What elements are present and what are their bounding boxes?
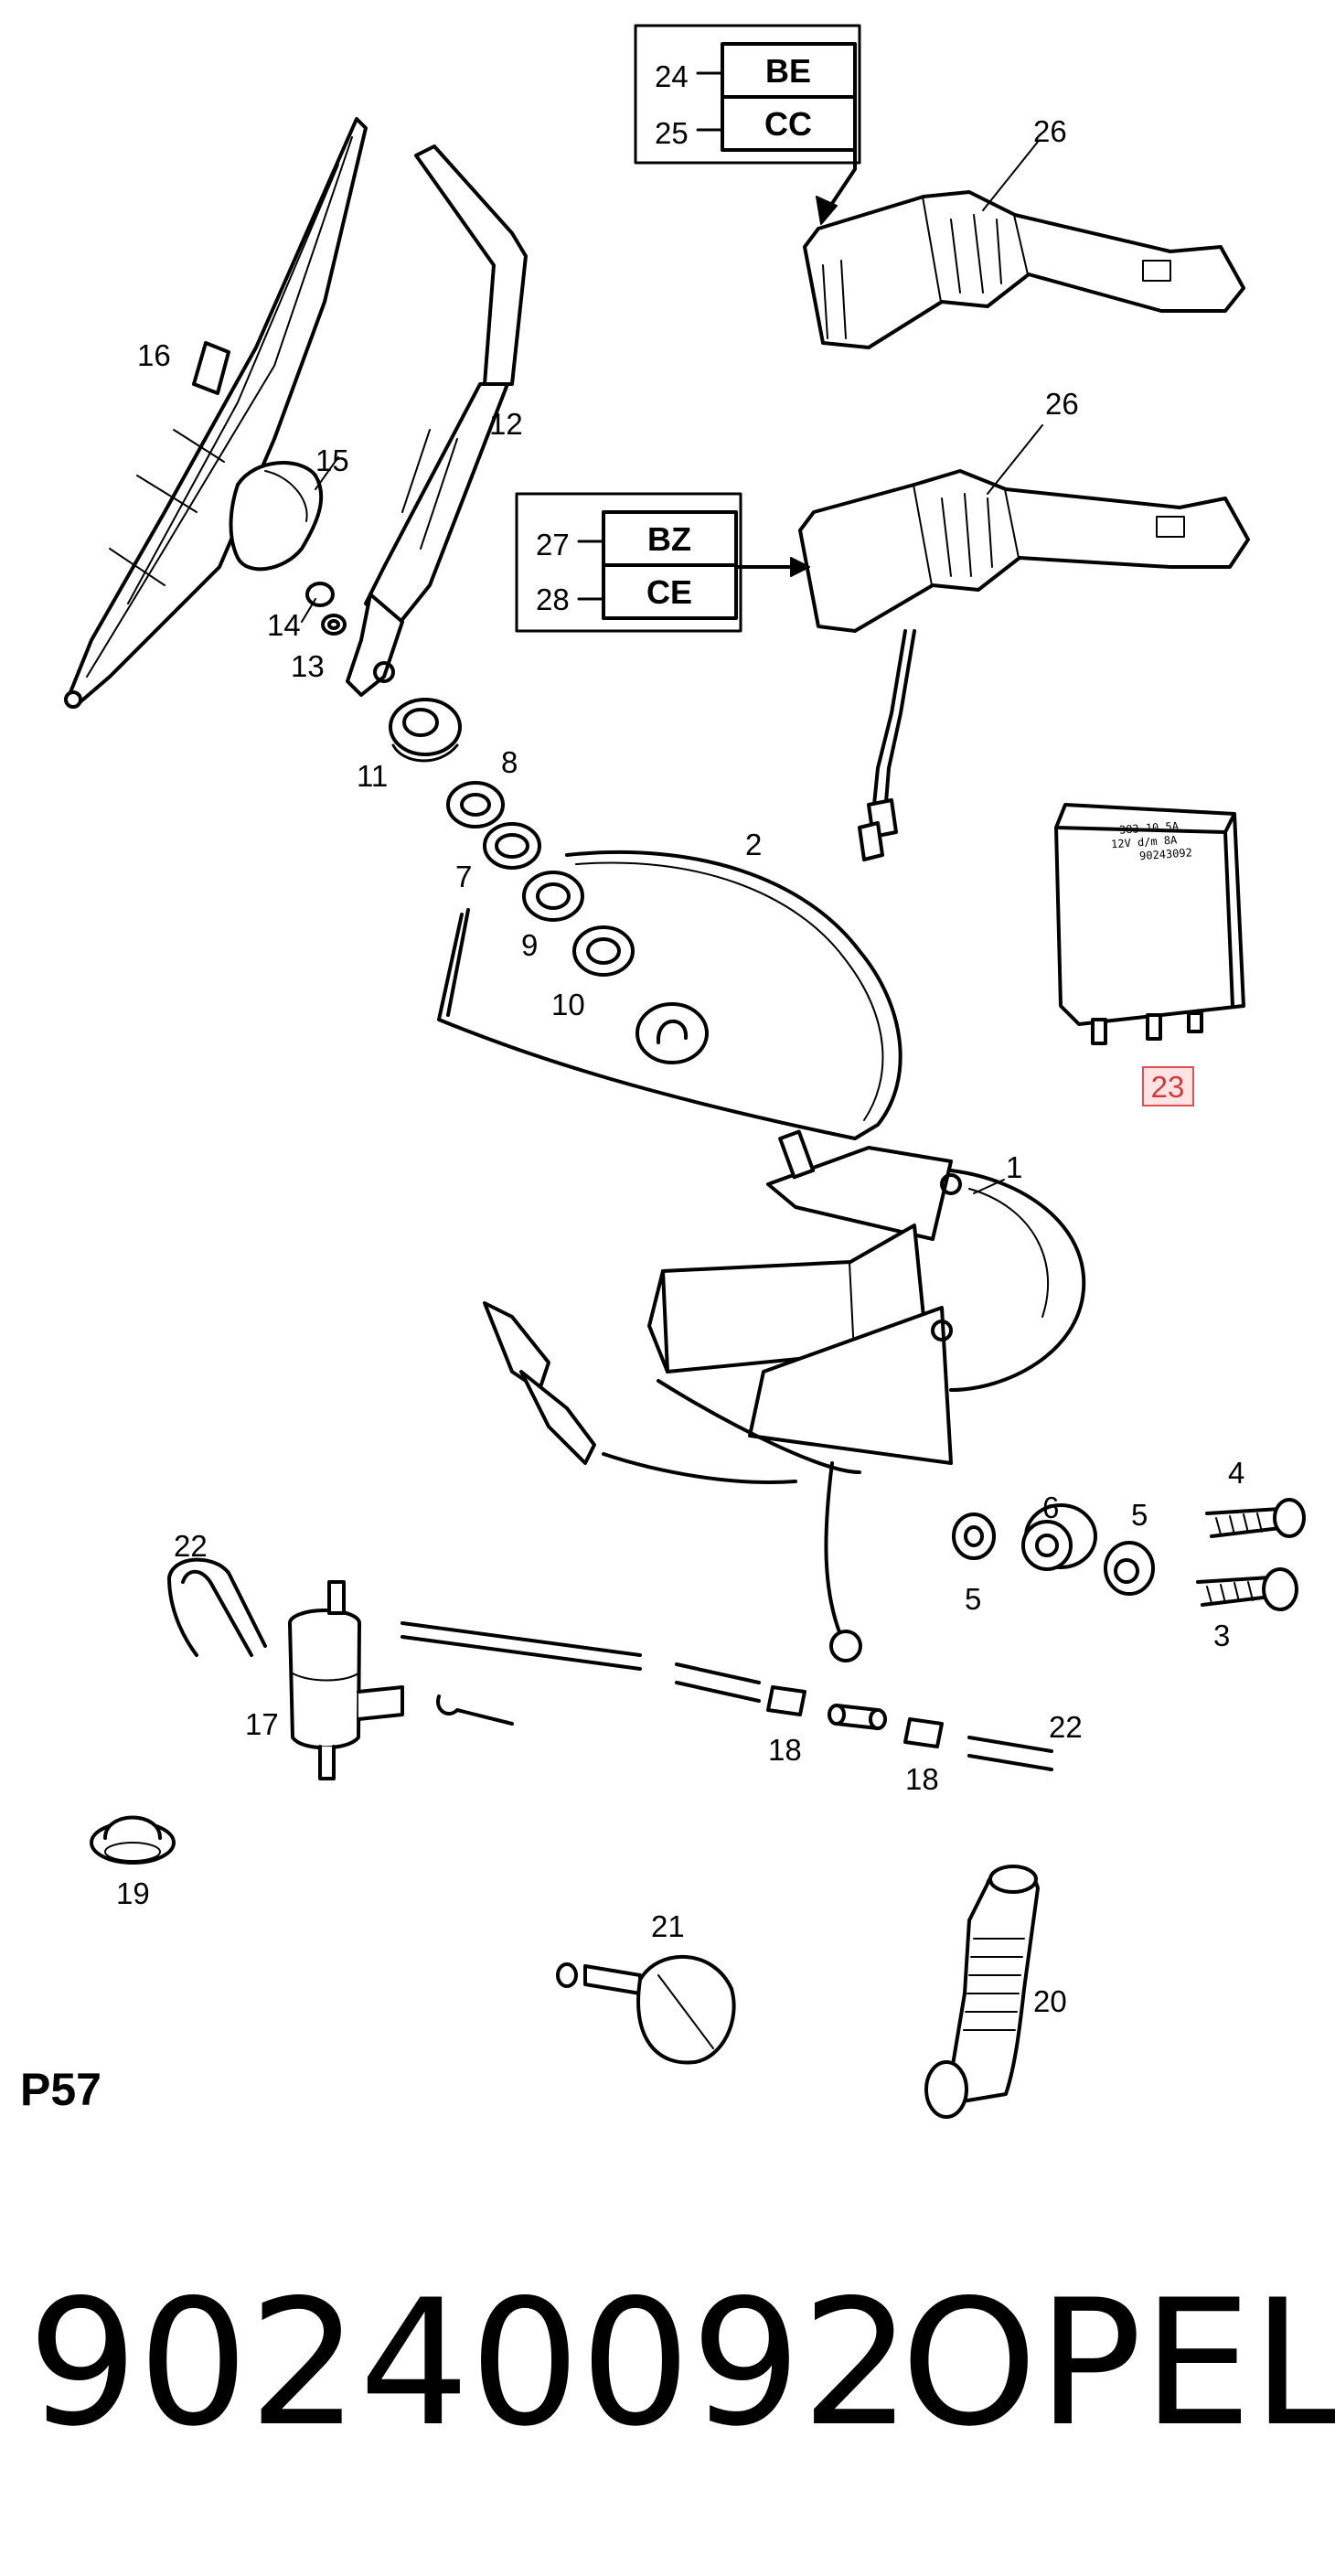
callout-24: 24 [655,59,689,93]
callout-11: 11 [357,759,388,793]
callout-25: 25 [655,116,689,150]
callout-22-right: 22 [1049,1710,1083,1744]
steering-column-switch-upper[interactable] [803,190,1245,349]
washer-small[interactable] [321,614,347,636]
callout-5-right: 5 [1131,1498,1148,1532]
callout-18-right: 18 [905,1762,939,1796]
washer-hose[interactable] [167,1557,1053,1771]
callout-26-upper: 26 [1033,114,1067,148]
washer-pump[interactable] [288,1580,514,1780]
callout-2: 2 [745,828,762,861]
callout-26-lower: 26 [1045,387,1079,421]
relay-print: 383-10 5A 12V d/m 8A 90243092 [1111,819,1193,862]
washer[interactable] [483,822,541,870]
washer-5-left[interactable] [952,1512,996,1560]
callout-6: 6 [1042,1491,1059,1524]
callout-21: 21 [651,1909,685,1943]
bolt-4[interactable] [1205,1498,1306,1538]
code-cc: CC [764,105,812,143]
brand-name: OPEL [901,2262,1335,2464]
callout-10: 10 [551,988,585,1021]
wiper-motor[interactable] [483,1129,1086,1662]
callout-27: 27 [536,528,570,561]
callout-23: 23 [1151,1070,1185,1104]
elbow-hose[interactable] [924,1865,1040,2119]
callout-7: 7 [455,860,472,893]
page-code: P57 [20,2064,101,2115]
callout-9: 9 [521,928,538,962]
plug-grommet[interactable] [90,1815,176,1865]
code-box-upper [634,24,861,225]
callout-labels: 24 25 26 26 27 28 16 12 15 14 13 11 8 7 … [116,59,1244,2018]
callout-23-highlight[interactable]: 23 [1142,1066,1194,1106]
washer-jet[interactable] [556,1954,736,2065]
leader-lines [301,141,1043,1194]
callout-18-left: 18 [768,1733,802,1767]
nut-cap[interactable] [229,461,324,572]
callout-16: 16 [137,338,171,372]
wiper-arm[interactable] [346,144,528,697]
callout-20: 20 [1033,1984,1067,2018]
grommet[interactable] [522,871,584,922]
callout-4: 4 [1228,1456,1244,1490]
relay-print-line-1: 383-10 5A [1119,819,1180,837]
relay-print-line-2: 12V d/m 8A [1111,833,1179,850]
callout-13: 13 [291,649,325,683]
callout-12: 12 [489,407,523,441]
callout-14: 14 [267,608,301,642]
callout-3: 3 [1213,1619,1230,1652]
wiper-blade[interactable] [64,117,368,709]
washer-5-right[interactable] [1104,1541,1155,1596]
callout-28: 28 [536,583,570,616]
part-number: 90240092 [27,2262,912,2464]
bush[interactable] [389,698,462,763]
steering-column-switch-lower[interactable] [798,469,1250,861]
callout-5-left: 5 [965,1582,981,1616]
callout-19: 19 [116,1876,150,1910]
code-bz: BZ [647,520,691,558]
callout-15: 15 [315,444,349,477]
code-ce: CE [646,573,692,611]
hose-connectors[interactable] [766,1685,944,1748]
rubber-mount[interactable] [1021,1503,1097,1571]
callout-17: 17 [245,1707,279,1741]
relay[interactable] [1054,803,1245,1045]
nut[interactable] [305,582,335,607]
callout-1: 1 [1006,1150,1022,1184]
code-box-lower [515,492,810,633]
relay-print-line-3: 90243092 [1139,846,1193,862]
code-be: BE [765,52,811,90]
seal[interactable] [446,781,505,828]
bolt-3[interactable] [1196,1567,1298,1611]
cover-panel[interactable] [437,850,902,1140]
callout-22-left: 22 [174,1529,208,1563]
spacer[interactable] [572,925,635,977]
callout-8: 8 [501,745,518,779]
